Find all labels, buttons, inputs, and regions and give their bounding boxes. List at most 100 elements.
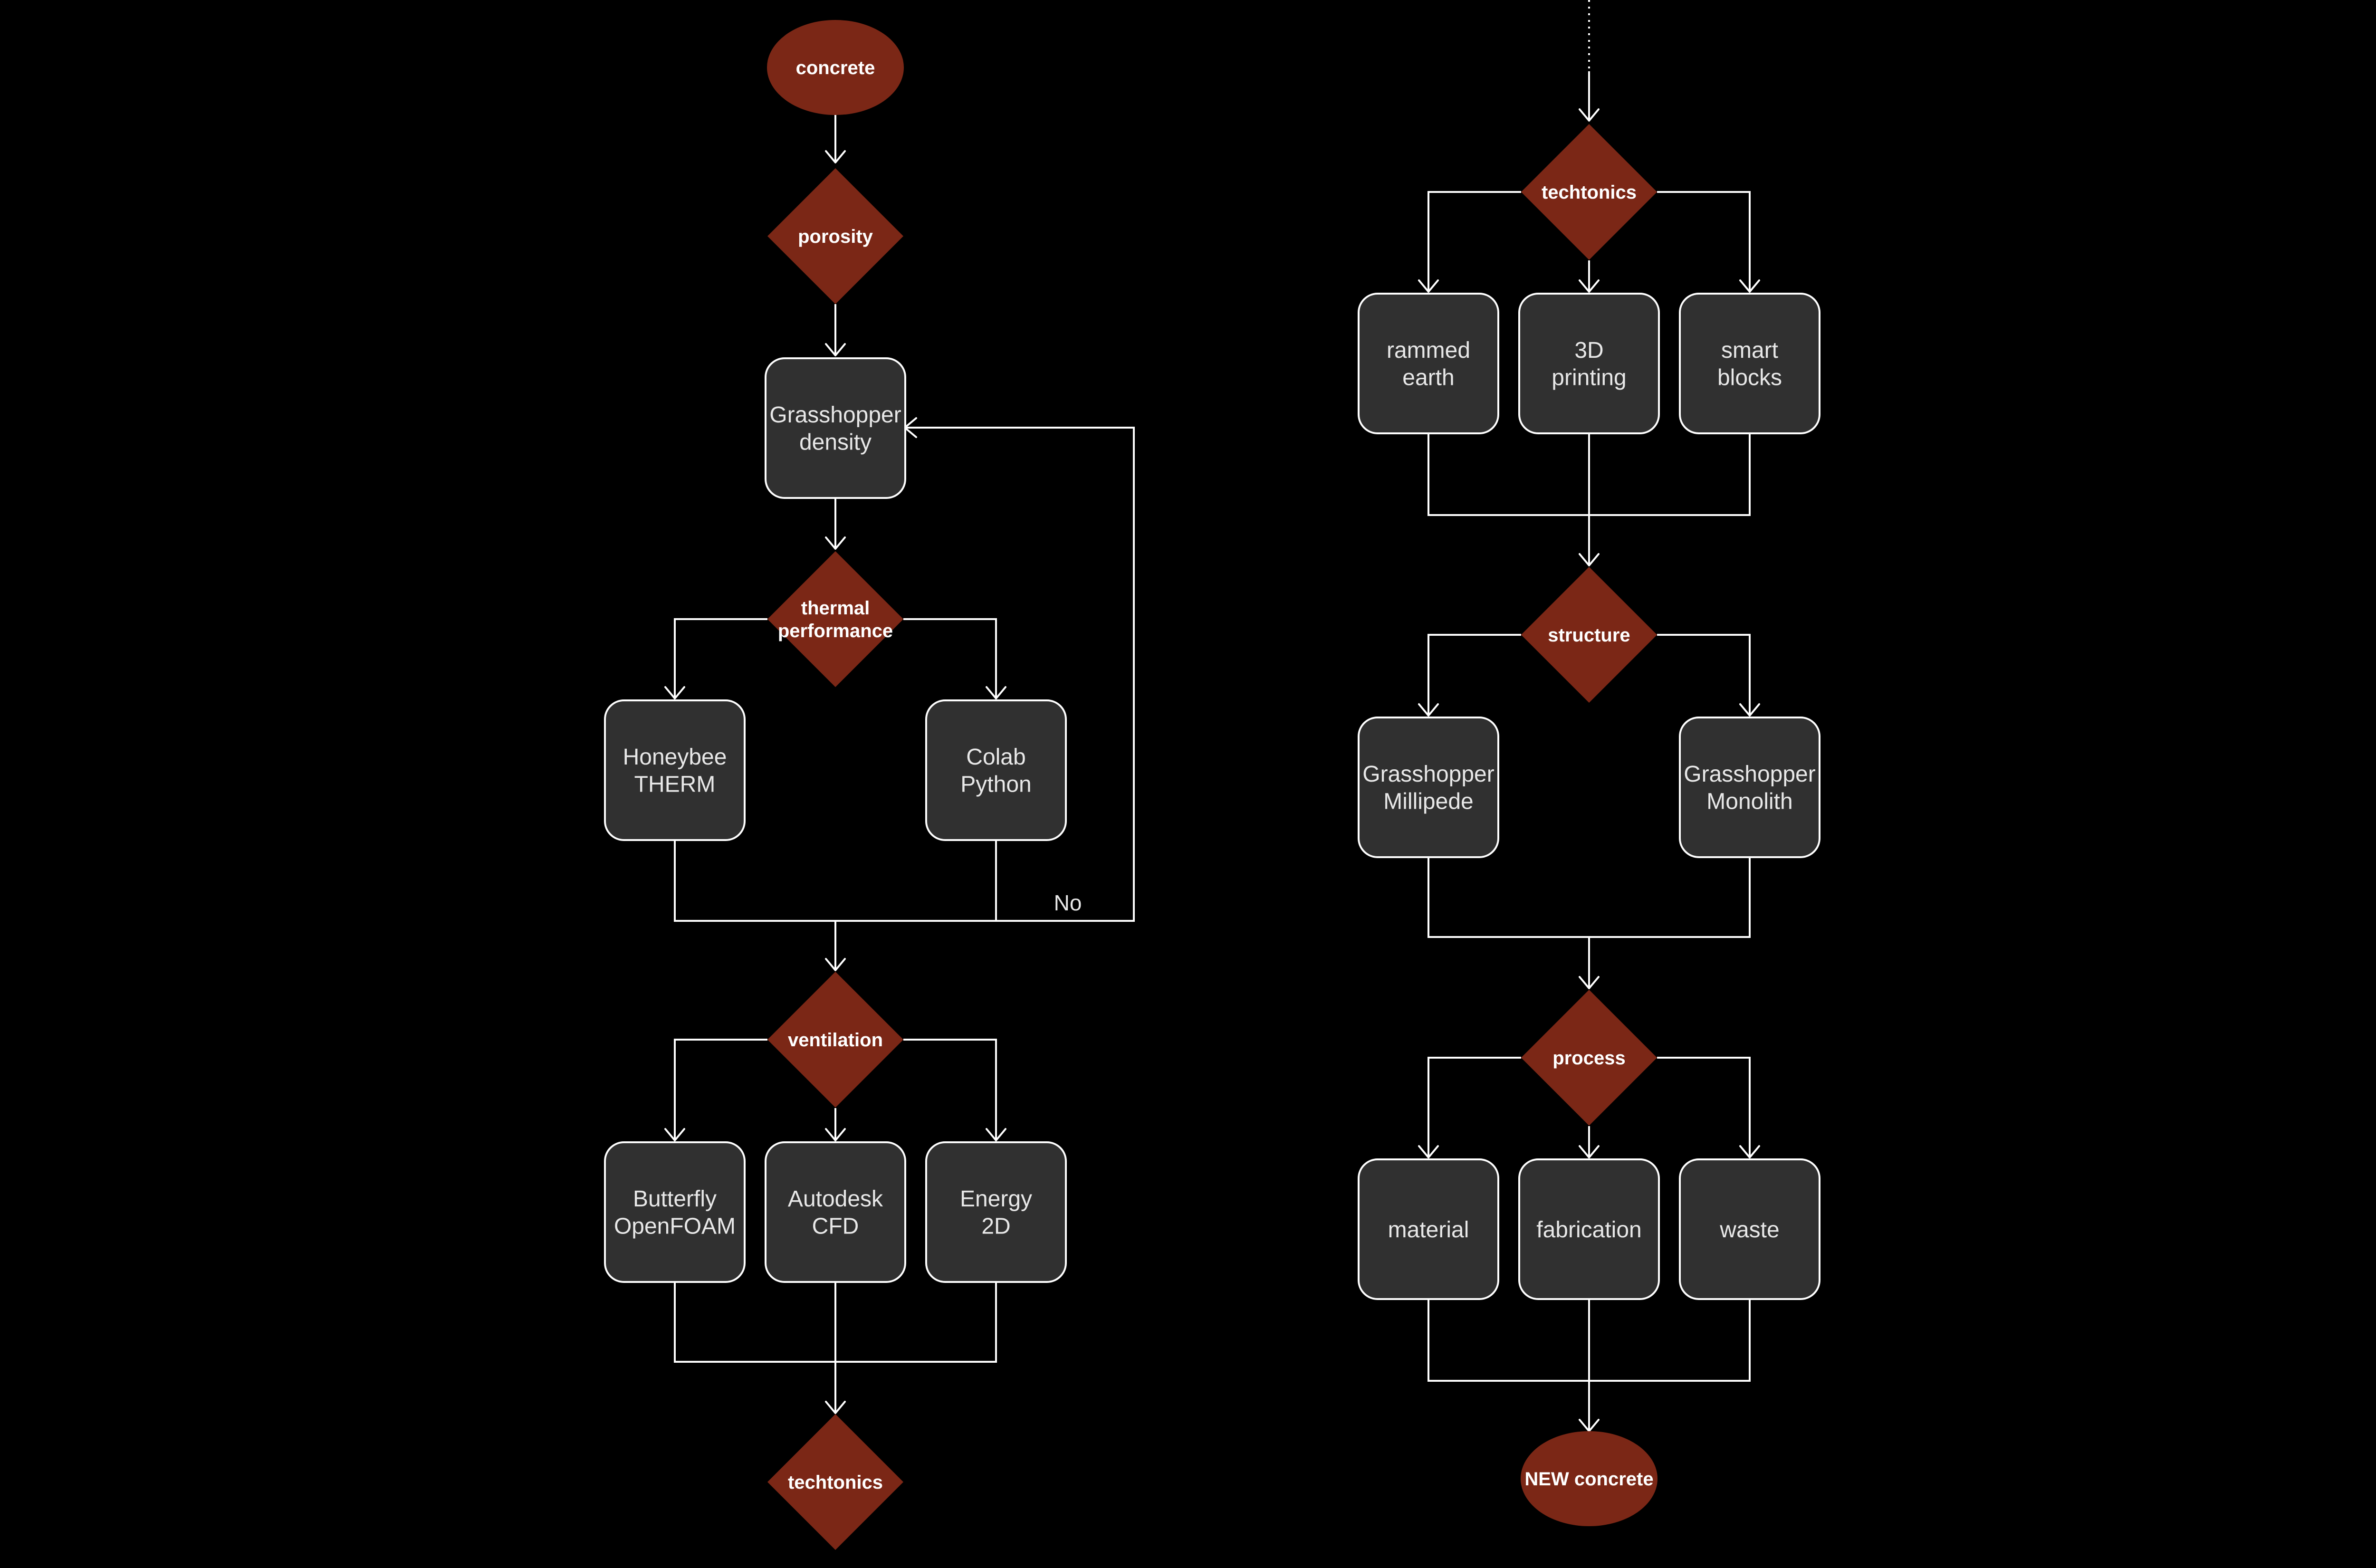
- label-line: printing: [1552, 365, 1626, 391]
- label-line: concrete: [796, 57, 875, 78]
- decision-diamond: [767, 1414, 903, 1550]
- tool-box: [765, 357, 906, 499]
- label-line: rammed: [1387, 338, 1470, 363]
- label-line: Python: [960, 772, 1031, 797]
- loop-label-no: No: [1054, 890, 1082, 915]
- label-line: performance: [778, 621, 893, 641]
- decision-diamond: [1521, 990, 1657, 1126]
- node-techtonics-end[interactable]: techtonics: [767, 1414, 903, 1550]
- node-porosity[interactable]: porosity: [767, 168, 903, 304]
- decision-diamond: [767, 168, 903, 304]
- node-label: waste: [1719, 1217, 1779, 1243]
- tool-box: [1518, 1158, 1660, 1300]
- label-line: Colab: [966, 745, 1025, 770]
- label-line: smart: [1721, 338, 1778, 363]
- connector: [674, 618, 767, 698]
- node-waste[interactable]: waste: [1679, 1158, 1820, 1300]
- label-line: Monolith: [1706, 789, 1792, 814]
- label-line: ventilation: [788, 1030, 883, 1051]
- node-process[interactable]: process: [1521, 990, 1657, 1126]
- arrow-head: [825, 536, 846, 550]
- tool-box: [1679, 717, 1820, 858]
- left-connectors: [664, 115, 1135, 1414]
- node-label: structure: [1548, 625, 1630, 646]
- label-line: porosity: [798, 226, 873, 247]
- arrow-head: [1418, 703, 1439, 717]
- arrow-head: [986, 1128, 1006, 1141]
- label-line: blocks: [1717, 365, 1782, 391]
- connector: [674, 1039, 767, 1140]
- node-label: concrete: [796, 57, 875, 78]
- label-line: fabrication: [1536, 1217, 1641, 1243]
- connector: [1657, 634, 1751, 716]
- start-oval: [767, 20, 904, 115]
- arrow-head: [1418, 279, 1439, 293]
- arrow-head: [825, 1128, 846, 1141]
- arrow-head: [825, 958, 846, 971]
- label-line: process: [1552, 1048, 1625, 1069]
- node-new-concrete[interactable]: NEW concrete: [1521, 1431, 1657, 1526]
- arrow-head: [1579, 108, 1600, 122]
- node-ventilation[interactable]: ventilation: [767, 972, 903, 1108]
- tool-box: [1679, 1158, 1820, 1300]
- decision-diamond: [1521, 567, 1657, 703]
- label-line: NEW concrete: [1524, 1469, 1653, 1490]
- node-material[interactable]: material: [1358, 1158, 1499, 1300]
- label-line: 2D: [981, 1214, 1010, 1239]
- arrow-head: [1418, 1145, 1439, 1158]
- tool-box: [765, 1141, 906, 1283]
- node-label: process: [1552, 1048, 1625, 1069]
- connector: [1428, 1057, 1521, 1157]
- arrow-head: [825, 343, 846, 356]
- arrow-head: [1739, 1145, 1760, 1158]
- label-line: Butterfly: [633, 1186, 717, 1212]
- node-label: material: [1388, 1217, 1469, 1243]
- node-concrete[interactable]: concrete: [767, 20, 904, 115]
- node-fabrication[interactable]: fabrication: [1518, 1158, 1660, 1300]
- node-structure[interactable]: structure: [1521, 567, 1657, 703]
- connector: [1428, 634, 1521, 716]
- connector: [1657, 191, 1751, 292]
- node-label: porosity: [798, 226, 873, 247]
- label-line: structure: [1548, 625, 1630, 646]
- connector: [674, 427, 1135, 922]
- tool-box: [604, 699, 746, 841]
- node-techtonics[interactable]: techtonics: [1521, 124, 1657, 260]
- end-oval: [1521, 1431, 1657, 1526]
- label-line: waste: [1719, 1217, 1779, 1243]
- arrow-head: [825, 1401, 846, 1414]
- tool-box: [1358, 293, 1499, 434]
- label-line: Grasshopper: [1362, 762, 1494, 787]
- node-label: NEW concrete: [1524, 1469, 1653, 1490]
- arrow-head: [664, 1128, 685, 1141]
- tool-box: [1358, 717, 1499, 858]
- tool-box: [604, 1141, 746, 1283]
- connector: [1428, 857, 1751, 938]
- label-line: Autodesk: [788, 1186, 883, 1212]
- label-line: techtonics: [788, 1472, 883, 1493]
- label-line: Honeybee: [623, 745, 727, 770]
